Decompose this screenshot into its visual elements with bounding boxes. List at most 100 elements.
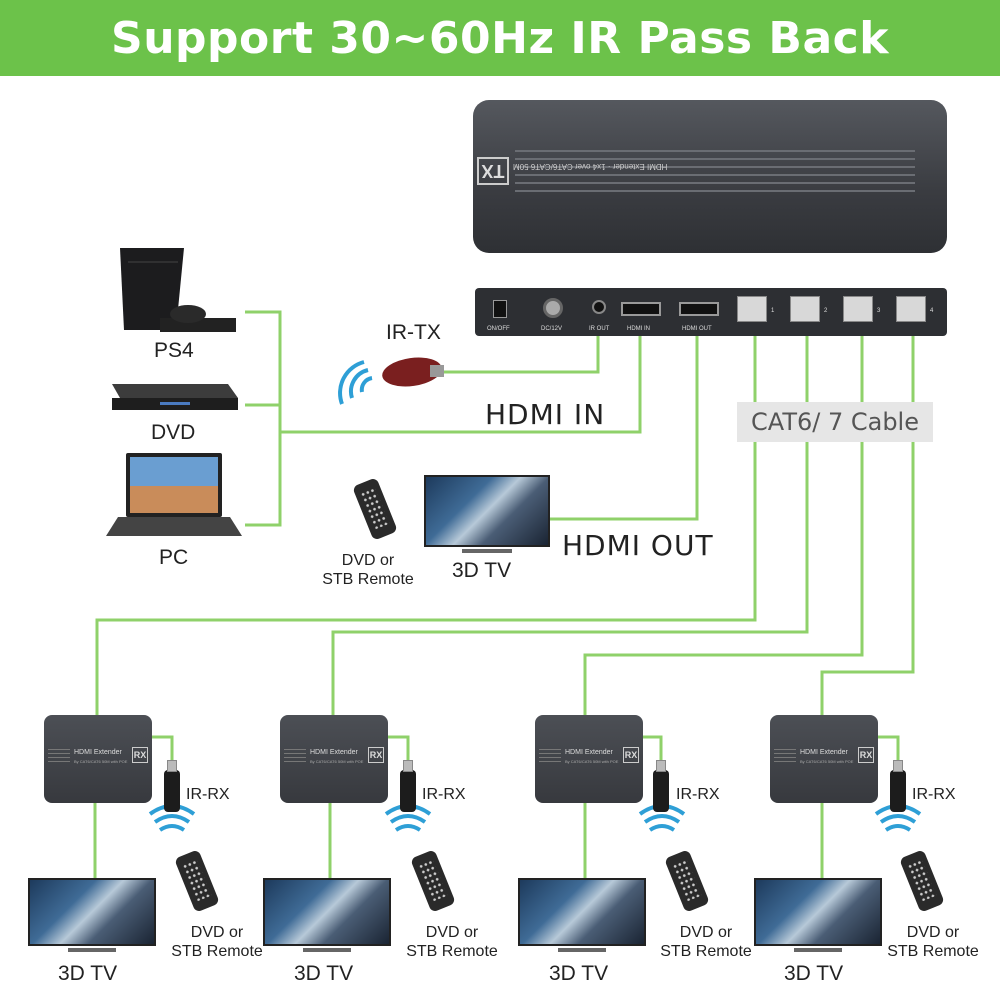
remote-label-2-line2: STB Remote bbox=[406, 943, 498, 960]
rx-unit-2: HDMI Extender By CAT6/CAT6 50M with POE … bbox=[280, 715, 388, 803]
tx-unit bbox=[473, 100, 947, 253]
rx-ir-wire-4 bbox=[878, 735, 900, 770]
remote-label-1-line1: DVD or bbox=[190, 924, 244, 941]
tx-vent bbox=[515, 190, 915, 192]
panel-label-port-1: 1 bbox=[771, 308, 775, 314]
rx-badge-4: RX bbox=[858, 747, 874, 763]
ir-rx-dongle-icon-2 bbox=[400, 760, 416, 812]
ir-rx-label-3: IR-RX bbox=[676, 786, 720, 803]
rx-unit-3: HDMI Extender By CAT6/CAT6 50M with POE … bbox=[535, 715, 643, 803]
rx-ir-wire-3 bbox=[641, 735, 663, 770]
panel-label-dc: DC/12V bbox=[541, 326, 563, 332]
panel-label-hdmi-in: HDMI IN bbox=[627, 326, 650, 332]
rx-badge-1: RX bbox=[132, 747, 148, 763]
rx-sub-2: By CAT6/CAT6 50M with POE bbox=[310, 759, 364, 764]
rx-sub-1: By CAT6/CAT6 50M with POE bbox=[74, 759, 128, 764]
ir-rx-dongle-icon-1 bbox=[164, 760, 180, 812]
ps4-label: PS4 bbox=[154, 339, 194, 362]
ps4-console-icon bbox=[120, 248, 236, 332]
panel-label-port-4: 4 bbox=[930, 308, 934, 314]
rx-badge-3: RX bbox=[623, 747, 639, 763]
rj45-port-3 bbox=[843, 296, 873, 322]
pc-label: PC bbox=[159, 546, 189, 569]
dvd-label: DVD bbox=[151, 421, 196, 444]
banner-title: Support 30~60Hz IR Pass Back bbox=[111, 12, 889, 64]
remote-label-3-line2: STB Remote bbox=[660, 943, 752, 960]
laptop-icon bbox=[106, 453, 242, 536]
ir-tx-signal-icon bbox=[338, 360, 373, 405]
rx-brand-4: HDMI Extender bbox=[800, 749, 848, 756]
remote-label-4: DVD or STB Remote bbox=[878, 923, 988, 961]
ir-rx-dongle-icon-3 bbox=[653, 760, 669, 812]
source-bracket-wire bbox=[245, 310, 642, 527]
rx-unit-1: HDMI Extender By CAT6/CAT6 50M with POE … bbox=[44, 715, 152, 803]
ir-rx-label-2: IR-RX bbox=[422, 786, 466, 803]
remote-label-1: DVD or STB Remote bbox=[162, 923, 272, 961]
remote-label-3-line1: DVD or bbox=[679, 924, 733, 941]
tx-vent bbox=[515, 174, 915, 176]
tx-brand: HDMI Extender · 1x4 over CAT6/CAT6 50M bbox=[513, 162, 668, 171]
hdmi-out-wire bbox=[550, 318, 699, 521]
tx-vent bbox=[515, 158, 915, 160]
hdmi-out-label: HDMI OUT bbox=[562, 529, 714, 562]
dvd-player-icon bbox=[112, 384, 238, 410]
title-banner: Support 30~60Hz IR Pass Back bbox=[0, 0, 1000, 76]
cat-cable-wire-4 bbox=[820, 318, 915, 715]
tx-back-panel: ON/OFF DC/12V IR OUT HDMI IN HDMI OUT 1 … bbox=[475, 288, 947, 336]
tx-vent bbox=[515, 182, 915, 184]
ir-tx-label: IR-TX bbox=[386, 321, 441, 344]
tv-label-4: 3D TV bbox=[784, 962, 844, 985]
local-tv-label: 3D TV bbox=[452, 559, 512, 582]
rx-sub-3: By CAT6/CAT6 50M with POE bbox=[565, 759, 619, 764]
remote-label-1-line2: STB Remote bbox=[171, 943, 263, 960]
panel-label-irout: IR OUT bbox=[589, 326, 610, 332]
rj45-port-2 bbox=[790, 296, 820, 322]
tx-brand-line2: 1x4 over CAT6/CAT6 50M bbox=[513, 162, 606, 171]
local-remote-label-line2: STB Remote bbox=[322, 571, 414, 588]
tv-label-3: 3D TV bbox=[549, 962, 609, 985]
panel-label-port-2: 2 bbox=[824, 308, 828, 314]
panel-label-hdmi-out: HDMI OUT bbox=[682, 326, 712, 332]
rx-badge-2: RX bbox=[368, 747, 384, 763]
rx-ir-wire-2 bbox=[387, 735, 410, 770]
cable-label: CAT6/ 7 Cable bbox=[751, 408, 919, 436]
dc-power-jack bbox=[543, 298, 563, 318]
remote-label-4-line2: STB Remote bbox=[887, 943, 979, 960]
rx-brand-1: HDMI Extender bbox=[74, 749, 122, 756]
ir-tx-wire bbox=[440, 318, 600, 374]
rj45-port-4 bbox=[896, 296, 926, 322]
rx-unit-4: HDMI Extender By CAT6/CAT6 50M with POE … bbox=[770, 715, 878, 803]
tx-brand-line1: HDMI Extender bbox=[612, 162, 668, 171]
ir-tx-dongle-icon bbox=[382, 357, 444, 387]
hdmi-in-port bbox=[621, 302, 661, 316]
local-remote-label: DVD or STB Remote bbox=[318, 551, 418, 589]
remote-label-2: DVD or STB Remote bbox=[397, 923, 507, 961]
cat-cable-wire-1 bbox=[95, 318, 757, 715]
local-remote-label-line1: DVD or bbox=[341, 552, 395, 569]
ir-out-port bbox=[592, 300, 606, 314]
tv-label-1: 3D TV bbox=[58, 962, 118, 985]
rx-sub-4: By CAT6/CAT6 50M with POE bbox=[800, 759, 854, 764]
panel-label-port-3: 3 bbox=[877, 308, 881, 314]
ir-rx-dongle-icon-4 bbox=[890, 760, 906, 812]
hdmi-out-port bbox=[679, 302, 719, 316]
ir-rx-label-1: IR-RX bbox=[186, 786, 230, 803]
ir-rx-label-4: IR-RX bbox=[912, 786, 956, 803]
tv-label-2: 3D TV bbox=[294, 962, 354, 985]
cat-cable-wire-2 bbox=[331, 318, 809, 715]
tx-vent bbox=[515, 166, 915, 168]
hdmi-in-label: HDMI IN bbox=[485, 398, 606, 431]
power-switch[interactable] bbox=[493, 300, 507, 318]
remote-label-3: DVD or STB Remote bbox=[651, 923, 761, 961]
tx-badge: TX bbox=[477, 157, 509, 185]
rx-ir-wire-1 bbox=[151, 735, 174, 770]
remote-label-4-line1: DVD or bbox=[906, 924, 960, 941]
tx-vent bbox=[515, 150, 915, 152]
cat-cable-wire-3 bbox=[583, 318, 864, 715]
rx-brand-2: HDMI Extender bbox=[310, 749, 358, 756]
rx-brand-3: HDMI Extender bbox=[565, 749, 613, 756]
remote-label-2-line1: DVD or bbox=[425, 924, 479, 941]
cable-label-box: CAT6/ 7 Cable bbox=[737, 402, 933, 442]
rj45-port-1 bbox=[737, 296, 767, 322]
